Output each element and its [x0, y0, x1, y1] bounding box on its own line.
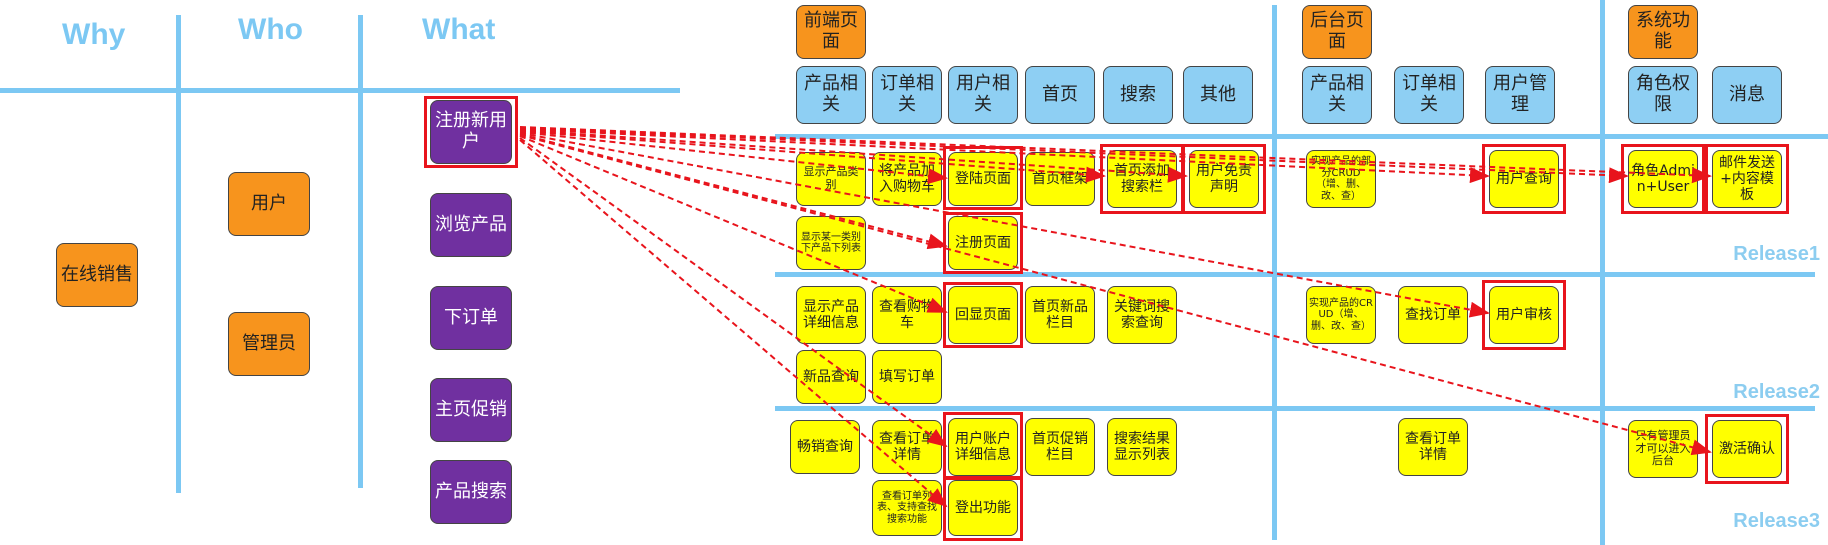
arrow-to-register-page: [519, 133, 948, 250]
module-other[interactable]: 其他: [1183, 66, 1253, 124]
story-category-product-list[interactable]: 显示某一类别下产品下列表: [796, 216, 866, 270]
who-what-divider: [358, 15, 363, 488]
story-echo-page[interactable]: 回显页面: [948, 286, 1018, 344]
what-product-search[interactable]: 产品搜索: [430, 460, 512, 524]
story-view-cart[interactable]: 查看购物车: [872, 286, 942, 344]
arrow-to-user-query: [519, 128, 1490, 184]
arrow-to-user-review: [519, 132, 1490, 318]
who-user[interactable]: 用户: [228, 172, 310, 236]
arrow-to-activation: [519, 134, 1712, 456]
what-homepage-promo[interactable]: 主页促销: [430, 378, 512, 442]
module-product[interactable]: 产品相关: [796, 66, 866, 124]
module-order[interactable]: 订单相关: [872, 66, 942, 124]
story-user-disclaimer[interactable]: 用户免责声明: [1189, 150, 1259, 208]
arrow-to-logout: [519, 139, 948, 508]
arrow-to-echo-page: [519, 135, 948, 313]
who-admin[interactable]: 管理员: [228, 312, 310, 376]
arrow-to-account-details: [519, 137, 948, 448]
what-browse-products[interactable]: 浏览产品: [430, 193, 512, 257]
what-header: What: [422, 13, 496, 46]
story-bestseller-query[interactable]: 畅销查询: [790, 420, 860, 474]
story-show-product-categories[interactable]: 显示产品类别: [796, 152, 866, 206]
story-find-order[interactable]: 查找订单: [1398, 286, 1468, 344]
group-system[interactable]: 系统功能: [1628, 5, 1698, 59]
story-fill-order[interactable]: 填写订单: [872, 350, 942, 404]
why-who-divider: [176, 15, 181, 493]
story-search-results-list[interactable]: 搜索结果显示列表: [1107, 418, 1177, 476]
frontend-backend-divider: [1272, 5, 1277, 540]
group-frontend[interactable]: 前端页面: [796, 5, 866, 59]
story-backend-order-details[interactable]: 查看订单详情: [1398, 418, 1468, 476]
module-user[interactable]: 用户相关: [948, 66, 1018, 124]
release2-top-line: [775, 272, 1815, 277]
arrow-to-disclaimer: [519, 129, 1188, 183]
story-product-crud[interactable]: 实现产品的CRUD（增、删、改、查）: [1306, 286, 1376, 344]
what-register-user[interactable]: 注册新用户: [430, 100, 512, 164]
story-homepage-framework[interactable]: 首页框架: [1025, 152, 1095, 206]
module-roles[interactable]: 角色权限: [1628, 66, 1698, 124]
module-search[interactable]: 搜索: [1103, 66, 1173, 124]
story-email-template[interactable]: 邮件发送+内容模板: [1712, 150, 1782, 208]
why-online-sales[interactable]: 在线销售: [56, 243, 138, 307]
release2-label: Release2: [1733, 381, 1820, 403]
release3-top-line: [775, 406, 1815, 411]
story-new-products-section[interactable]: 首页新品栏目: [1025, 286, 1095, 344]
story-register-page[interactable]: 注册页面: [948, 216, 1018, 270]
arrow-to-role: [519, 127, 1629, 184]
module-user-management[interactable]: 用户管理: [1485, 66, 1555, 124]
what-place-order[interactable]: 下订单: [430, 286, 512, 350]
why-header: Why: [62, 18, 126, 51]
highlight-echo-page: [943, 282, 1023, 348]
story-admin-only-backend[interactable]: 只有管理员才可以进入后台: [1628, 420, 1698, 478]
arrow-to-email: [519, 126, 1712, 184]
who-header: Who: [238, 13, 303, 46]
header-divider-left: [0, 88, 680, 93]
highlight-logout: [943, 476, 1023, 541]
arrow-to-login: [519, 131, 948, 185]
arrow-to-search-bar: [519, 130, 1106, 183]
module-backend-order[interactable]: 订单相关: [1394, 66, 1464, 124]
story-product-details[interactable]: 显示产品详细信息: [796, 286, 866, 344]
story-user-query[interactable]: 用户查询: [1489, 150, 1559, 208]
group-backend[interactable]: 后台页面: [1302, 5, 1372, 59]
release1-top-line: [775, 134, 1828, 139]
release1-label: Release1: [1733, 243, 1820, 265]
story-role-admin-user[interactable]: 角色Admin+User: [1628, 150, 1698, 208]
module-messages[interactable]: 消息: [1712, 66, 1782, 124]
highlight-register-user: [424, 96, 518, 168]
story-keyword-search[interactable]: 关键词搜索查询: [1107, 286, 1177, 344]
module-backend-product[interactable]: 产品相关: [1302, 66, 1372, 124]
story-activation-confirm[interactable]: 激活确认: [1712, 420, 1782, 478]
backend-system-divider: [1600, 0, 1605, 545]
release3-label: Release3: [1733, 510, 1820, 532]
story-user-review[interactable]: 用户审核: [1489, 286, 1559, 344]
story-logout[interactable]: 登出功能: [948, 480, 1018, 536]
story-add-to-cart[interactable]: 将产品加入购物车: [872, 152, 942, 206]
module-homepage[interactable]: 首页: [1025, 66, 1095, 124]
story-user-account-details[interactable]: 用户账户详细信息: [948, 418, 1018, 476]
story-promo-section[interactable]: 首页促销栏目: [1025, 418, 1095, 476]
